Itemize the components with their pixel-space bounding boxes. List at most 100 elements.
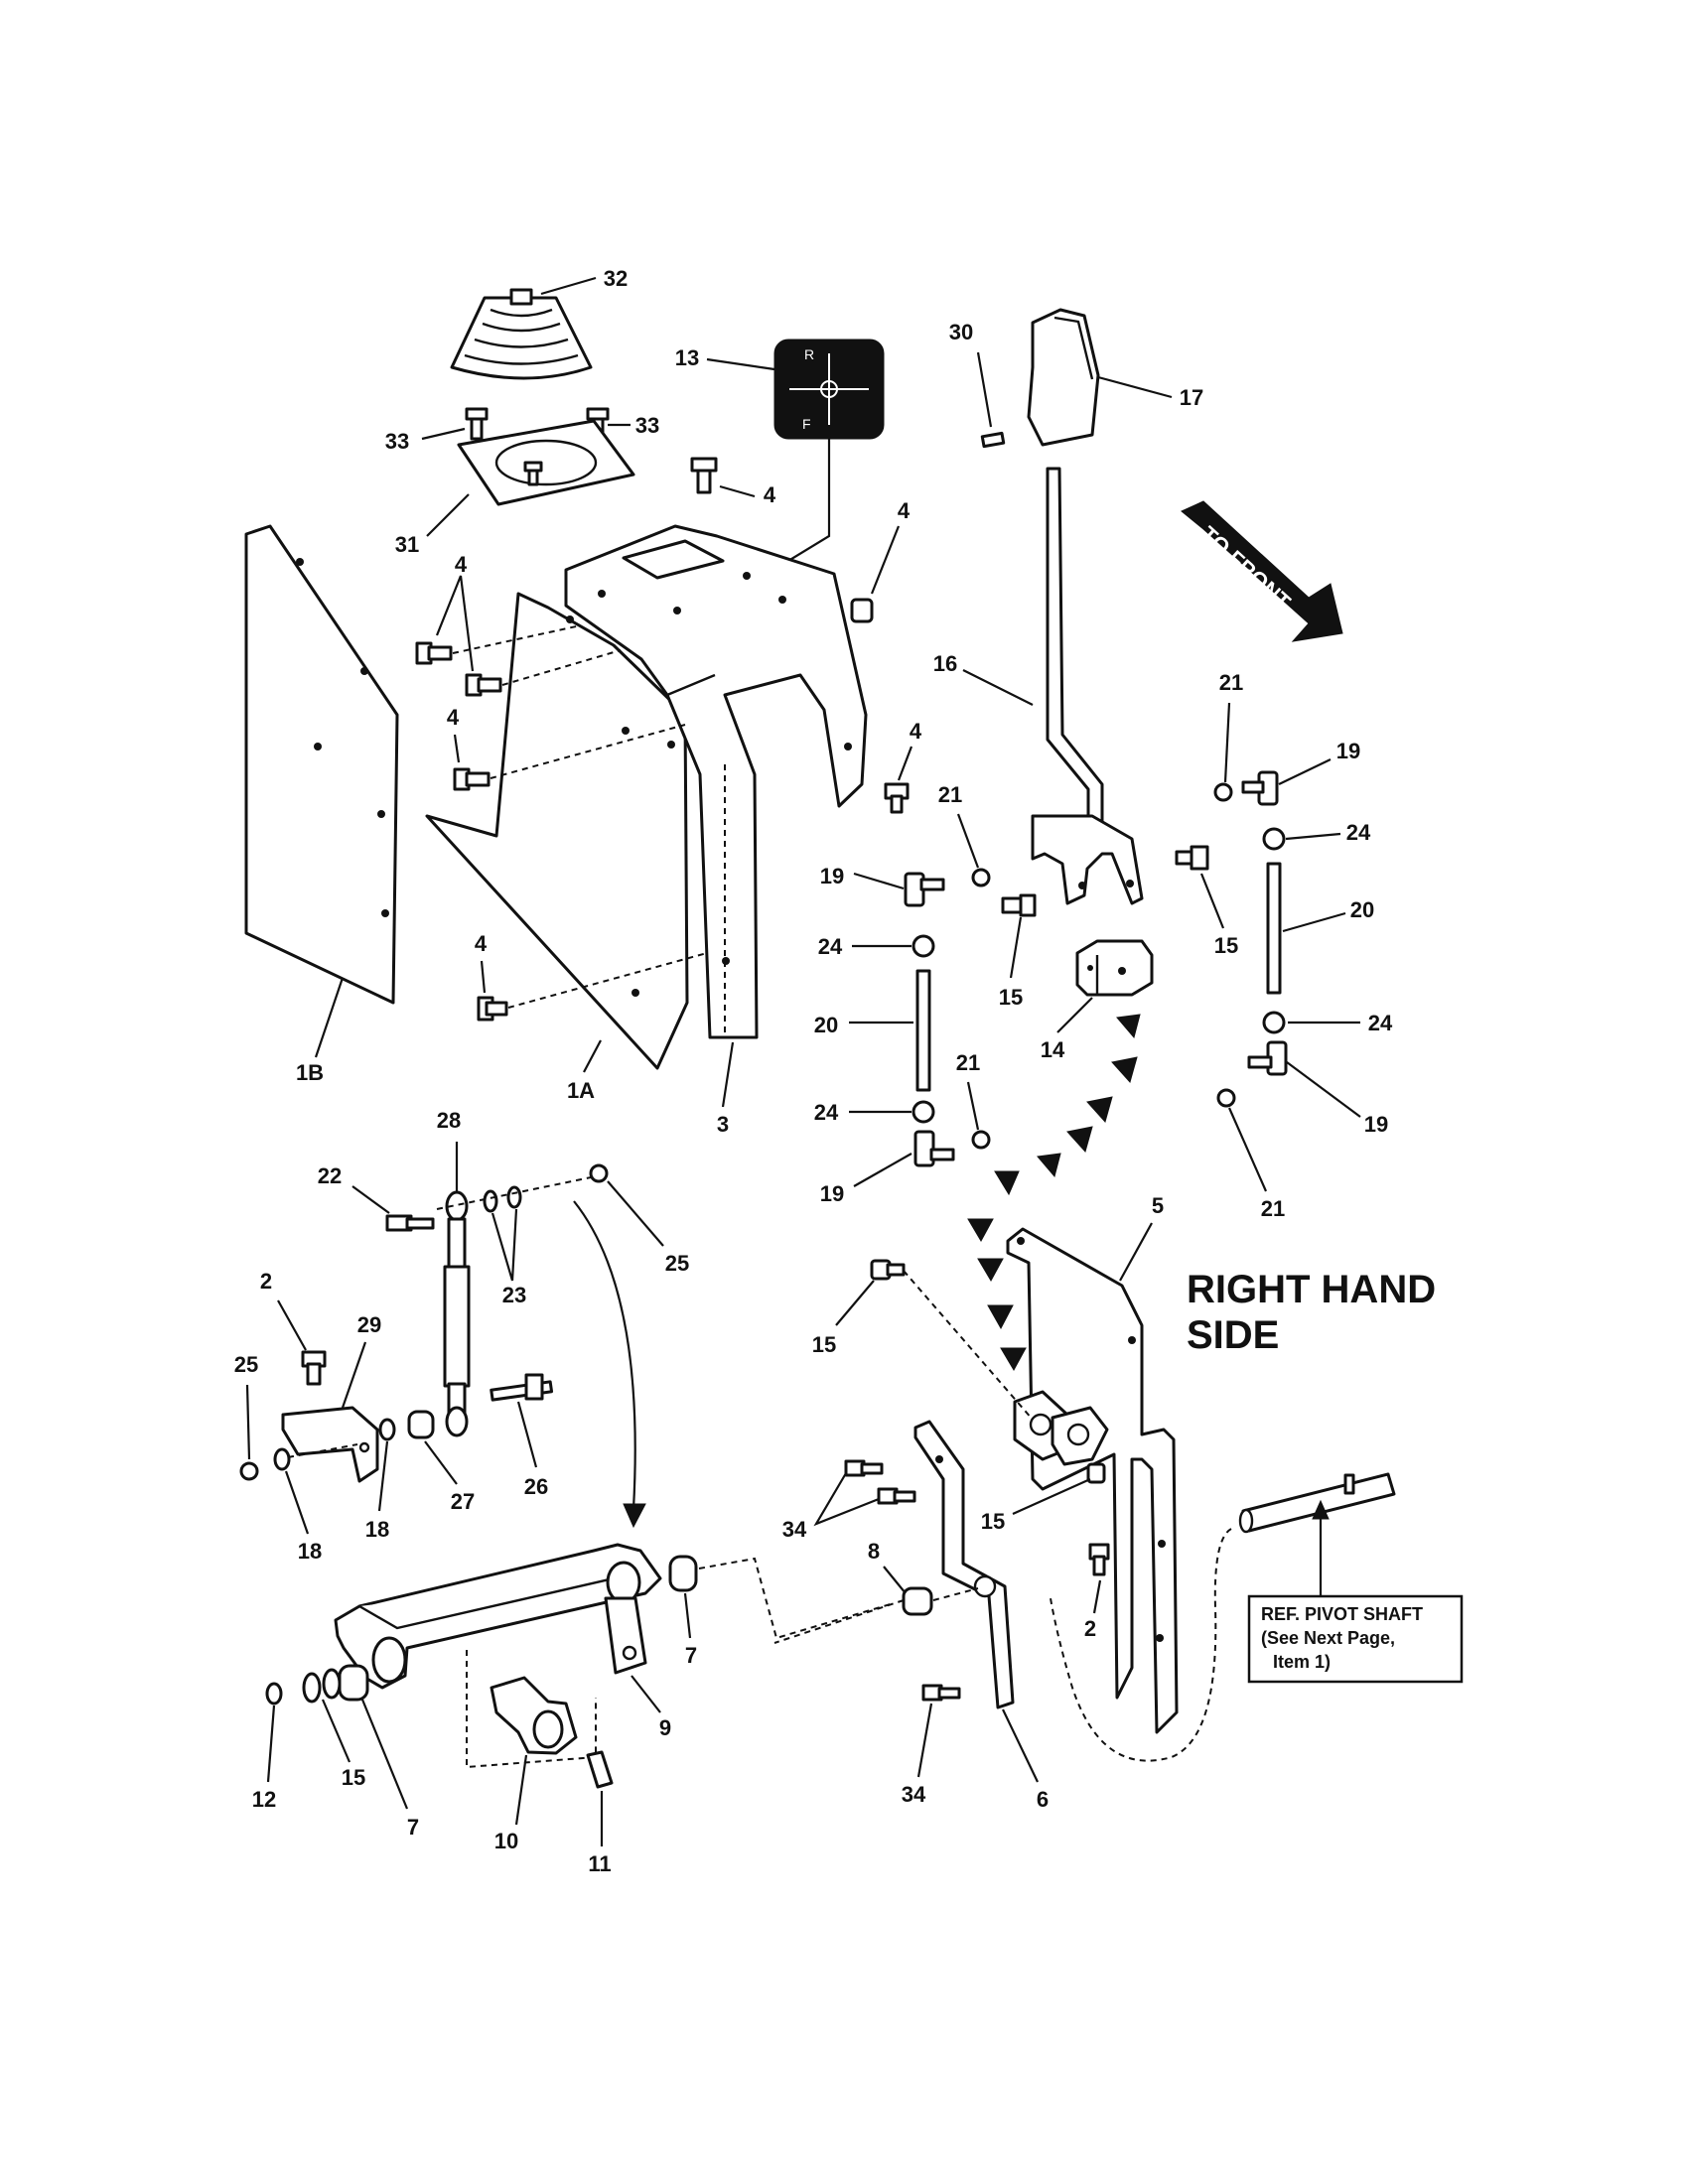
bolt-34-lower [921,1684,961,1702]
callout-24-center-top: 24 [818,934,843,959]
callout-25-left: 25 [234,1352,258,1377]
callout-22: 22 [318,1163,342,1188]
callout-2-left: 2 [260,1269,272,1294]
console-3 [564,524,868,1039]
callout-8: 8 [868,1539,880,1564]
nut-25-left [239,1461,259,1481]
callout-1a: 1A [567,1078,595,1103]
callout-19-right-bottom: 19 [1364,1112,1388,1137]
assembly-path-arrows [967,1014,1141,1372]
callout-24-right-top: 24 [1346,820,1371,845]
ref-line1: REF. PIVOT SHAFT [1261,1604,1423,1624]
ref-line3: Item 1) [1273,1652,1331,1672]
nut-24-center-bottom [912,1100,935,1124]
shift-lever-knob [1027,308,1100,447]
callout-30: 30 [949,320,973,344]
washer-23-2 [506,1185,522,1209]
bracket-5 [1006,1227,1179,1734]
callout-21-right-top: 21 [1219,670,1243,695]
callout-34-upper: 34 [782,1517,807,1542]
washer-23-1 [483,1189,498,1213]
ring-12 [265,1682,283,1706]
bolt-4-center [884,782,910,814]
callout-23: 23 [502,1283,526,1307]
callout-2-right: 2 [1084,1616,1096,1641]
ball-joint-19-right-top [1241,770,1279,806]
nut-21-center-bottom [971,1130,991,1150]
callout-15-lower: 15 [981,1509,1005,1534]
washer-18-right [378,1418,396,1441]
bolt-4-top [690,457,718,494]
callout-19-center-top: 19 [820,864,844,888]
callout-26: 26 [524,1474,548,1499]
nut-21-right-bottom [1216,1088,1236,1108]
callout-15-center: 15 [999,985,1023,1010]
callout-12: 12 [252,1787,276,1812]
bolt-2-right [1088,1543,1110,1576]
arm-10 [490,1676,578,1755]
callout-4-left-1: 4 [455,552,468,577]
bolt-4-left-4 [477,996,508,1022]
callout-18-right: 18 [365,1517,389,1542]
gas-spring-28 [443,1190,471,1437]
shift-pattern-decal: R F [773,339,885,440]
bolt-4-left-2 [465,673,502,697]
ball-joint-19-center-bottom [913,1130,955,1167]
bushing-8 [902,1586,933,1616]
nut-21-right-top [1213,782,1233,802]
bushing-7-right [668,1555,698,1592]
callout-3: 3 [717,1112,729,1137]
detent-block-14 [1075,939,1154,997]
bolt-15-center [1001,893,1037,917]
callout-4-left-4: 4 [475,931,488,956]
bolt-2-left [301,1350,327,1386]
bolt-4-console [850,598,874,623]
washer-15-lower-2 [322,1668,342,1700]
callout-34-lower: 34 [902,1782,926,1807]
nut-25-top [589,1163,609,1183]
bolt-15-bracket [870,1259,906,1281]
bolt-4-left-3 [453,767,491,791]
bolt-4-left-1 [415,641,453,665]
nut-24-right-bottom [1262,1011,1286,1034]
callout-7-right: 7 [685,1643,697,1668]
callout-5: 5 [1152,1193,1164,1218]
callout-17: 17 [1180,385,1203,410]
bracket-29 [281,1406,379,1483]
callout-10: 10 [494,1829,518,1853]
callout-4-center: 4 [910,719,922,744]
bushing-7-left [338,1664,369,1702]
ref-line2: (See Next Page, [1261,1628,1395,1648]
callout-11: 11 [588,1851,611,1876]
callout-15-bracket: 15 [812,1332,836,1357]
to-front-text: TO FRONT [1196,521,1296,614]
callout-21-center-bottom: 21 [956,1050,980,1075]
callout-20-right: 20 [1350,897,1374,922]
callout-1b: 1B [296,1060,324,1085]
callout-19-center-bottom: 19 [820,1181,844,1206]
washer-15-lower-1 [302,1672,322,1704]
callout-15-right: 15 [1214,933,1238,958]
callout-27: 27 [451,1489,475,1514]
callout-9: 9 [659,1715,671,1740]
callout-18-left: 18 [298,1539,322,1564]
callout-7-left: 7 [407,1815,419,1840]
ball-joint-19-center-top [904,872,945,907]
bolt-26 [490,1373,554,1402]
bolt-34-upper-2 [877,1487,916,1505]
side-label-line2: SIDE [1187,1313,1279,1357]
nut-24-right-top [1262,827,1286,851]
shift-arm-assembly [334,1543,662,1690]
callout-24-right-bottom: 24 [1368,1011,1393,1035]
pivot-shaft [1238,1472,1396,1534]
callout-15-lower-left: 15 [342,1765,365,1790]
bolt-22 [385,1214,435,1232]
screw-33-left [465,407,489,441]
callout-33-left: 33 [385,429,409,454]
to-front-arrow: TO FRONT [1181,500,1343,642]
roll-pin [980,431,1006,449]
callout-4-console: 4 [898,498,911,523]
nut-24-center-top [912,934,935,958]
ref-pivot-shaft-box: REF. PIVOT SHAFT (See Next Page, Item 1) [1247,1594,1464,1684]
